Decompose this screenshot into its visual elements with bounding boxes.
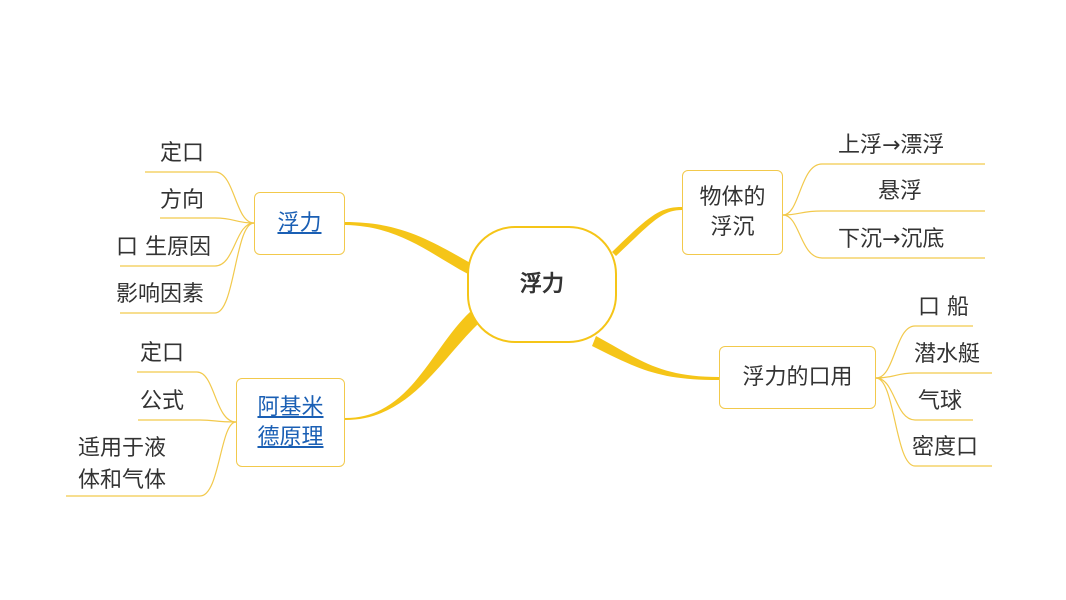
topic-floating-sinking-line-1: 物体的 [699,184,766,210]
leaf-direction[interactable]: 方向 [160,188,205,213]
leaf-definition[interactable]: 定口 [160,141,205,166]
topic-fuli[interactable]: 浮力 [254,192,345,255]
topic-archimedes-link-2[interactable]: 德原理 [257,424,324,450]
leaf-submarine[interactable]: 潜水艇 [914,342,981,367]
leaf-cause[interactable]: 口 生原因 [116,235,211,260]
main-branch-fuli [345,222,472,274]
leaf-balloon[interactable]: 气球 [918,389,963,414]
leaf-rise-float[interactable]: 上浮→漂浮 [838,133,945,158]
topic-archimedes[interactable]: 阿基米 德原理 [236,378,345,467]
topic-fuli-link[interactable]: 浮力 [277,210,322,236]
leaf-formula[interactable]: 公式 [140,389,185,414]
leaf-scope-2[interactable]: 体和气体 [78,468,167,493]
main-branch-application [592,336,719,380]
leaf-suspend[interactable]: 悬浮 [878,179,923,204]
topic-application-label: 浮力的口用 [742,364,853,390]
topic-floating-sinking-line-2: 浮沉 [710,214,755,240]
leaf-sink[interactable]: 下沉→沉底 [838,227,945,252]
leaf-hydrometer[interactable]: 密度口 [912,435,979,460]
main-branch-archimedes [345,312,480,420]
central-topic[interactable]: 浮力 [467,226,617,343]
leaf-scope-1[interactable]: 适用于液 [78,436,167,461]
leaf-definition-2[interactable]: 定口 [140,341,185,366]
leaf-ship[interactable]: 口 船 [918,295,969,320]
central-topic-label: 浮力 [519,271,564,297]
leaf-factors[interactable]: 影响因素 [116,282,205,307]
topic-application[interactable]: 浮力的口用 [719,346,876,409]
main-branch-floating [612,207,682,256]
topic-floating-sinking[interactable]: 物体的 浮沉 [682,170,783,255]
topic-archimedes-link-1[interactable]: 阿基米 [257,394,324,420]
